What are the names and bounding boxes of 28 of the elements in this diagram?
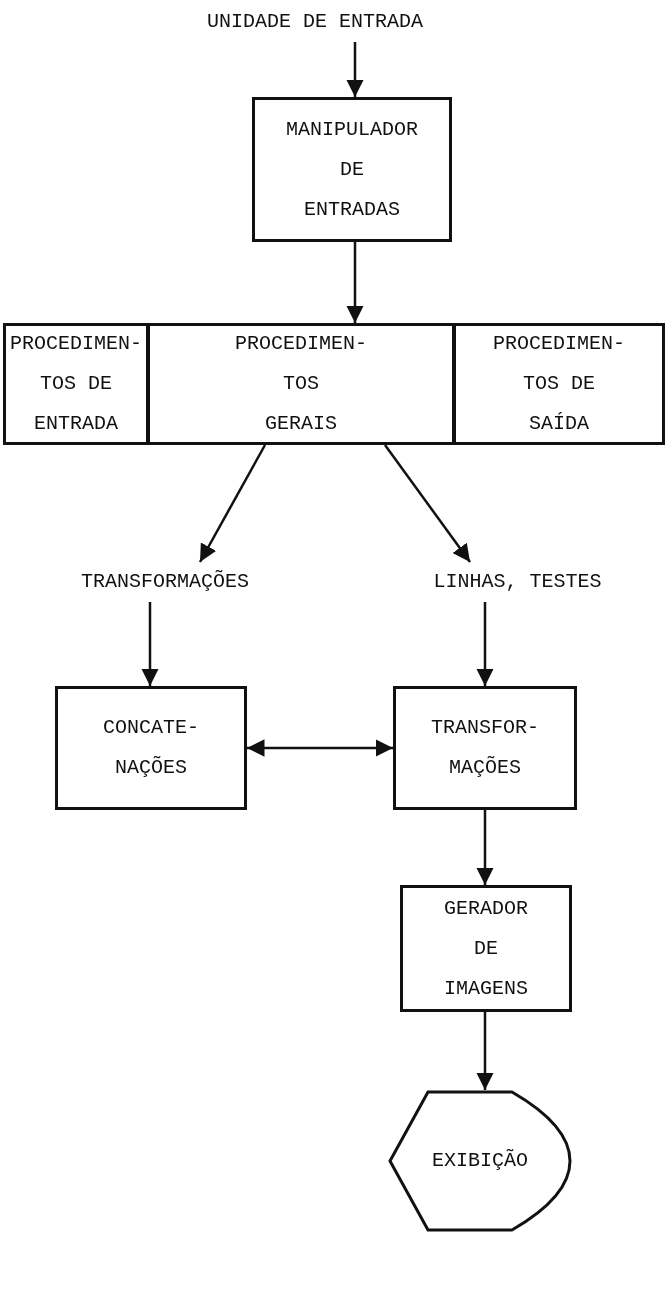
box-label: TRANSFOR- MAÇÕES [430, 715, 540, 781]
arrow [198, 444, 267, 563]
process-box [400, 885, 572, 1012]
display-shape [388, 1090, 572, 1232]
arrow [476, 1012, 494, 1090]
process-box [147, 323, 455, 445]
arrow [476, 810, 494, 885]
arrow [384, 444, 471, 563]
box-label: PROCEDIMEN- TOS DE ENTRADA [9, 331, 143, 437]
arrow [476, 602, 494, 686]
process-box [252, 97, 452, 242]
box-label: EXIBIÇÃO [431, 1148, 529, 1174]
box-label: CONCATE- NAÇÕES [102, 715, 200, 781]
process-box [3, 323, 149, 445]
node-label: UNIDADE DE ENTRADA [205, 9, 424, 35]
node-label: TRANSFORMAÇÕES [80, 569, 250, 595]
arrow [346, 42, 364, 97]
box-label: PROCEDIMEN- TOS GERAIS [234, 331, 368, 437]
box-label: MANIPULADOR DE ENTRADAS [285, 116, 419, 223]
process-box [55, 686, 247, 810]
arrow [141, 602, 159, 686]
node-label: LINHAS, TESTES [432, 569, 603, 595]
arrow [247, 739, 393, 757]
box-label: PROCEDIMEN- TOS DE SAÍDA [492, 331, 626, 437]
box-label: GERADOR DE IMAGENS [443, 895, 529, 1002]
process-box [453, 323, 665, 445]
arrow [346, 242, 364, 323]
process-box [393, 686, 577, 810]
